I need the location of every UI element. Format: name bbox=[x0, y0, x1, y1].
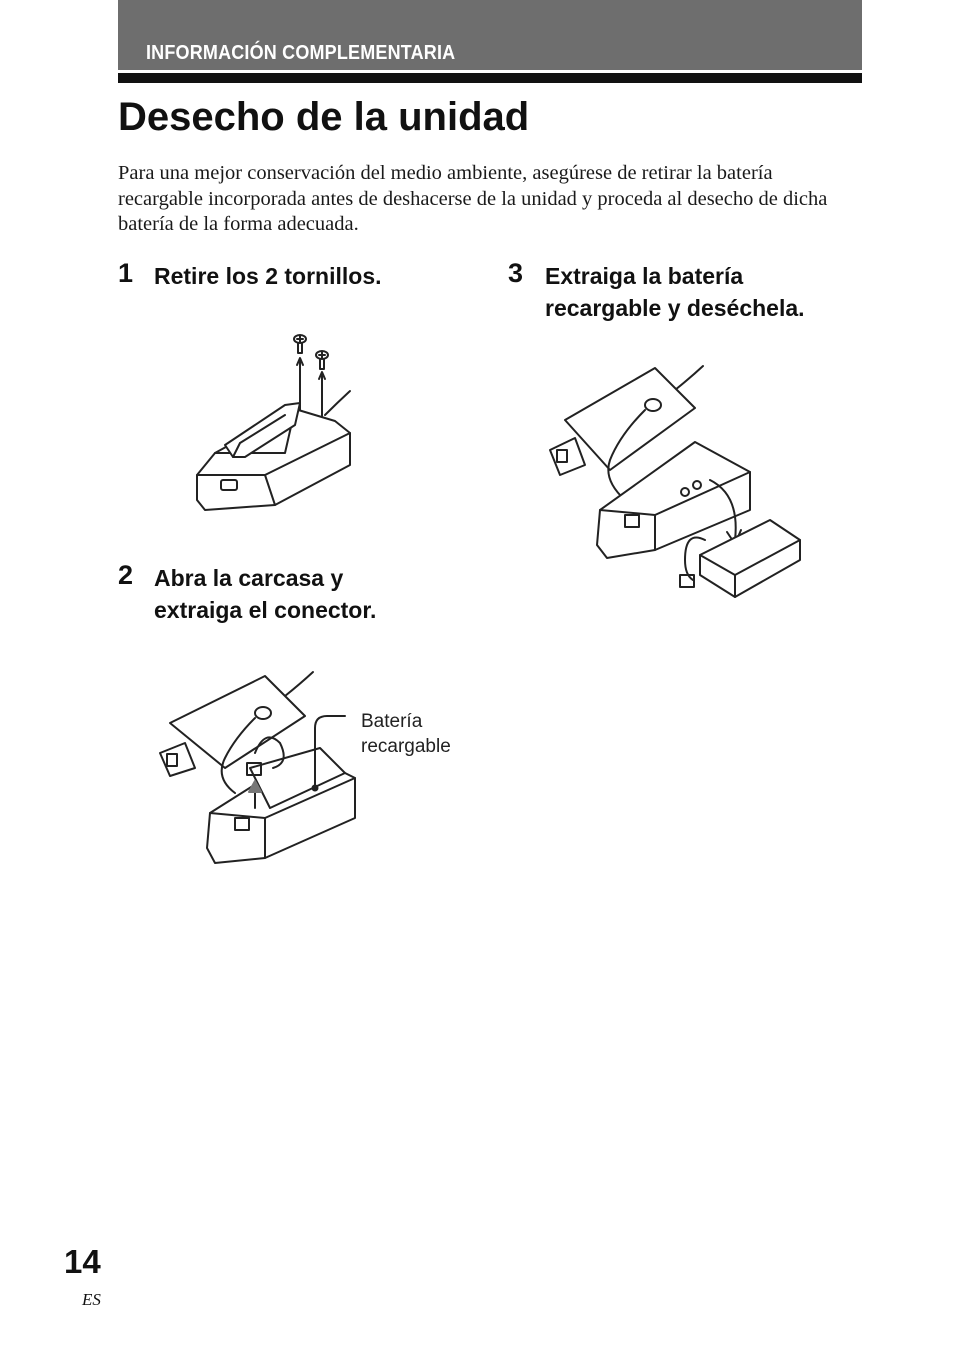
base bbox=[596, 441, 751, 559]
screw-icon bbox=[315, 350, 329, 370]
figure-remove-battery bbox=[549, 365, 801, 598]
step-2-number: 2 bbox=[118, 560, 134, 590]
slot bbox=[220, 479, 238, 491]
cable-grommet bbox=[644, 398, 662, 412]
lid bbox=[169, 675, 306, 769]
step-1-text: Retire los 2 tornillos. bbox=[154, 260, 382, 292]
callout-line-1: Batería bbox=[361, 711, 423, 732]
button-icon bbox=[692, 480, 702, 490]
step-3-line-1: Extraiga la batería bbox=[545, 263, 744, 289]
section-label: INFORMACIÓN COMPLEMENTARIA bbox=[146, 42, 456, 64]
step-3-text: Extraiga la batería recargable y deséche… bbox=[545, 260, 805, 324]
step-2-line-2: extraiga el conector. bbox=[154, 597, 377, 623]
header-rule bbox=[118, 73, 862, 83]
step-1-line-1: Retire los 2 tornillos. bbox=[154, 263, 382, 289]
wire bbox=[607, 409, 646, 501]
connector bbox=[679, 574, 695, 588]
button-icon bbox=[680, 487, 690, 497]
section-header-band bbox=[118, 0, 862, 70]
socket bbox=[234, 817, 250, 831]
connector bbox=[246, 762, 262, 776]
wire bbox=[220, 717, 256, 794]
battery-callout: Batería recargable bbox=[361, 709, 451, 759]
socket bbox=[624, 514, 640, 528]
battery-pack bbox=[249, 747, 346, 809]
battery-wire bbox=[254, 736, 285, 769]
lid bbox=[564, 367, 696, 471]
callout-line-2: recargable bbox=[361, 736, 451, 757]
screw-icon bbox=[293, 334, 307, 354]
page-number: 14 bbox=[64, 1243, 101, 1280]
page-title: Desecho de la unidad bbox=[118, 95, 530, 139]
step-2-text: Abra la carcasa y extraiga el conector. bbox=[154, 562, 376, 626]
step-2-line-1: Abra la carcasa y bbox=[154, 565, 344, 591]
step-3-number: 3 bbox=[508, 258, 524, 288]
callout-leader bbox=[314, 715, 346, 789]
figure-remove-screws bbox=[196, 334, 351, 511]
arrow-curve bbox=[709, 479, 737, 541]
cable bbox=[674, 365, 704, 391]
language-code: ES bbox=[82, 1290, 101, 1309]
removed-battery bbox=[699, 519, 801, 598]
battery-wire bbox=[684, 536, 706, 581]
arrow-head bbox=[318, 371, 326, 380]
step-3-line-2: recargable y deséchela. bbox=[545, 295, 805, 321]
figure-open-housing bbox=[159, 671, 356, 864]
cable-grommet bbox=[254, 706, 272, 720]
callout-dot bbox=[311, 784, 319, 792]
cable bbox=[324, 390, 351, 416]
step-1-number: 1 bbox=[118, 258, 134, 288]
intro-paragraph: Para una mejor conservación del medio am… bbox=[118, 162, 828, 235]
up-arrow-icon bbox=[248, 780, 262, 793]
arrow-head bbox=[296, 357, 304, 366]
latch bbox=[556, 449, 568, 463]
cable bbox=[284, 671, 314, 697]
latch bbox=[166, 753, 178, 767]
